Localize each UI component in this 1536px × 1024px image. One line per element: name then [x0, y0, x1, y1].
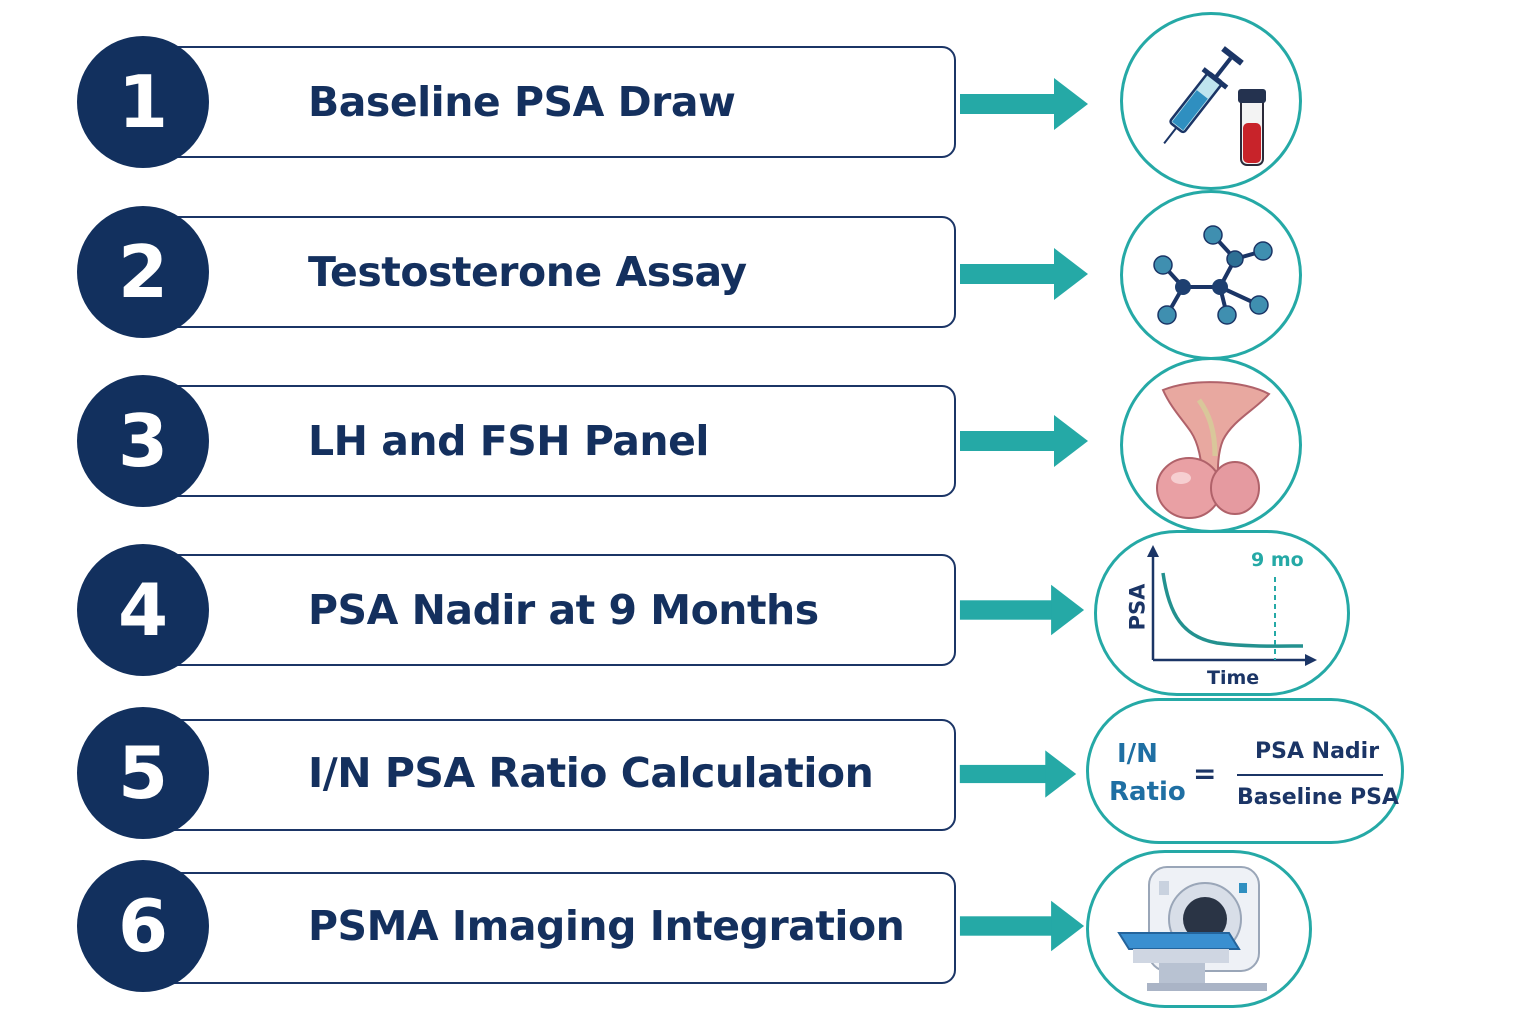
arrow-right-icon	[960, 415, 1088, 467]
psa-decline-graph-icon: PSA Time 9 mo	[1094, 530, 1350, 696]
arrow-right-icon	[960, 78, 1088, 130]
arrow-right-icon	[960, 248, 1088, 300]
step-label: Testosterone Assay	[308, 248, 747, 296]
step-number-badge: 1	[77, 36, 209, 168]
step-number-badge: 5	[77, 707, 209, 839]
step-number-badge: 3	[77, 375, 209, 507]
ratio-formula-icon: I/N Ratio = PSA Nadir Baseline PSA	[1086, 698, 1404, 844]
pituitary-gland-icon	[1120, 357, 1302, 533]
step-label: PSMA Imaging Integration	[308, 902, 905, 950]
step-box	[150, 216, 956, 328]
formula-lhs-line1: I/N	[1117, 739, 1158, 769]
step-box	[150, 385, 956, 497]
molecule-icon	[1120, 190, 1302, 360]
fraction-bar	[1237, 774, 1383, 776]
arrow-right-icon	[959, 584, 1085, 636]
graph-x-axis-label: Time	[1207, 667, 1260, 689]
formula-lhs-line2: Ratio	[1109, 777, 1186, 807]
step-box	[150, 872, 956, 984]
step-box	[150, 719, 956, 831]
step-number-badge: 6	[77, 860, 209, 992]
step-label: I/N PSA Ratio Calculation	[308, 749, 874, 797]
step-label: Baseline PSA Draw	[308, 78, 736, 126]
step-label: LH and FSH Panel	[308, 417, 709, 465]
graph-y-axis-label: PSA	[1125, 583, 1150, 631]
step-label: PSA Nadir at 9 Months	[308, 586, 819, 634]
pet-ct-scanner-icon	[1086, 850, 1312, 1008]
step-box	[150, 554, 956, 666]
arrow-right-icon	[959, 750, 1077, 798]
syringe-and-blood-tube-icon	[1120, 12, 1302, 190]
formula-numerator: PSA Nadir	[1255, 739, 1380, 764]
arrow-right-icon	[959, 900, 1085, 952]
formula-denominator: Baseline PSA	[1237, 785, 1399, 810]
step-number-badge: 2	[77, 206, 209, 338]
step-box	[150, 46, 956, 158]
formula-equals: =	[1193, 757, 1217, 790]
graph-marker-label: 9 mo	[1251, 549, 1304, 571]
step-number-badge: 4	[77, 544, 209, 676]
